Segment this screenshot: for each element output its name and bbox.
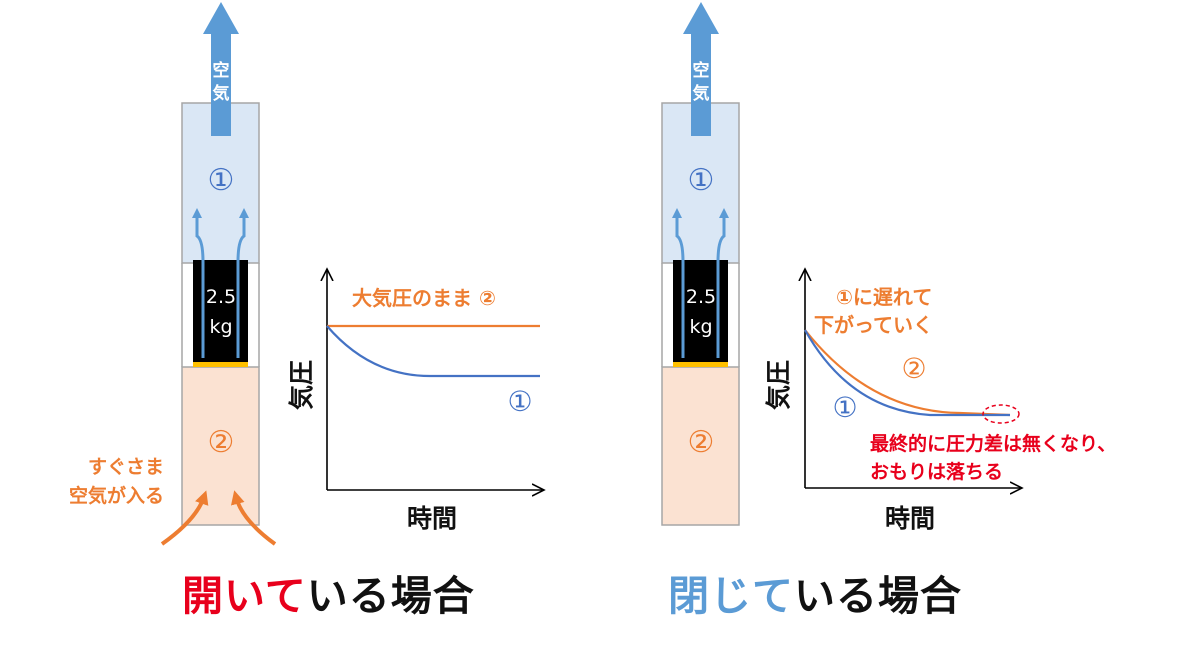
right-air-outflow-arrow: 空 気 <box>683 2 719 136</box>
right-panel: 2.5 kg 空 気 ① ② ①に遅れて 下がっていく ② ① 最終的に圧力差は… <box>661 2 1116 533</box>
left-inflow-note-1: すぐさま <box>88 456 164 478</box>
right-x-axis-label: 時間 <box>885 504 935 533</box>
left-air-label-1: 空 <box>213 60 230 81</box>
right-lower-chamber <box>661 366 740 526</box>
right-weight-value: 2.5 <box>686 286 716 308</box>
final-note-2: おもりは落ちる <box>870 460 1003 483</box>
right-series-1-line <box>804 329 1010 417</box>
left-x-axis-label: 時間 <box>407 504 457 533</box>
left-lower-chamber <box>181 366 260 526</box>
right-air-label-1: 空 <box>693 60 710 81</box>
right-chamber-1-label: ① <box>688 163 715 198</box>
left-weight-unit: kg <box>209 316 232 338</box>
right-weight-unit: kg <box>689 316 712 338</box>
left-series-1-line <box>326 325 540 378</box>
right-series-2-note-2: 下がっていく <box>814 313 933 337</box>
left-bypass-arrow-right <box>236 208 249 358</box>
convergence-marker <box>982 404 1020 424</box>
right-seal <box>673 362 728 367</box>
right-caption: 閉じている場合 <box>668 562 962 622</box>
left-caption-rest: いる場合 <box>306 572 475 620</box>
left-chamber-2-label: ② <box>208 425 235 460</box>
left-air-label-2: 気 <box>212 83 230 104</box>
right-caption-emphasis: 閉じて <box>668 572 794 620</box>
left-weight <box>193 260 248 364</box>
right-series-1-label: ① <box>832 391 857 424</box>
left-series-1-label: ① <box>507 385 532 418</box>
left-caption: 開いている場合 <box>182 562 475 622</box>
final-note-1: 最終的に圧力差は無くなり、 <box>870 432 1116 455</box>
right-y-axis-label: 気圧 <box>764 360 793 410</box>
left-inflow-arrow-right <box>230 490 277 546</box>
right-series-2-line <box>804 329 1011 417</box>
left-weight-value: 2.5 <box>206 286 236 308</box>
right-weight <box>673 260 728 364</box>
left-inflow-note-2: 空気が入る <box>69 484 164 507</box>
left-caption-emphasis: 開いて <box>182 572 307 620</box>
right-bypass-arrow-right <box>716 208 729 358</box>
right-caption-rest: いる場合 <box>794 572 962 620</box>
right-series-2-note-1: ①に遅れて <box>836 285 932 309</box>
left-panel: 2.5 kg 空 気 ① ② すぐさま 空気が入る 大気圧のまま ② ① 気圧 <box>69 2 544 546</box>
left-pressure-graph: 大気圧のまま ② ① 気圧 時間 <box>287 269 544 533</box>
right-chamber-2-label: ② <box>688 425 715 460</box>
right-pressure-graph: ①に遅れて 下がっていく ② ① 最終的に圧力差は無くなり、 おもりは落ちる 気… <box>764 269 1116 533</box>
right-air-label-2: 気 <box>692 83 710 104</box>
left-series-2-label: 大気圧のまま ② <box>352 286 496 310</box>
right-series-2-label: ② <box>901 352 926 385</box>
left-seal <box>193 362 248 367</box>
left-air-outflow-arrow: 空 気 <box>203 2 239 136</box>
left-chamber-1-label: ① <box>208 163 235 198</box>
left-bypass-arrow-left <box>192 208 205 358</box>
right-bypass-arrow-left <box>672 208 685 358</box>
left-inflow-arrow-left <box>160 490 209 546</box>
left-y-axis-label: 気圧 <box>287 360 316 410</box>
